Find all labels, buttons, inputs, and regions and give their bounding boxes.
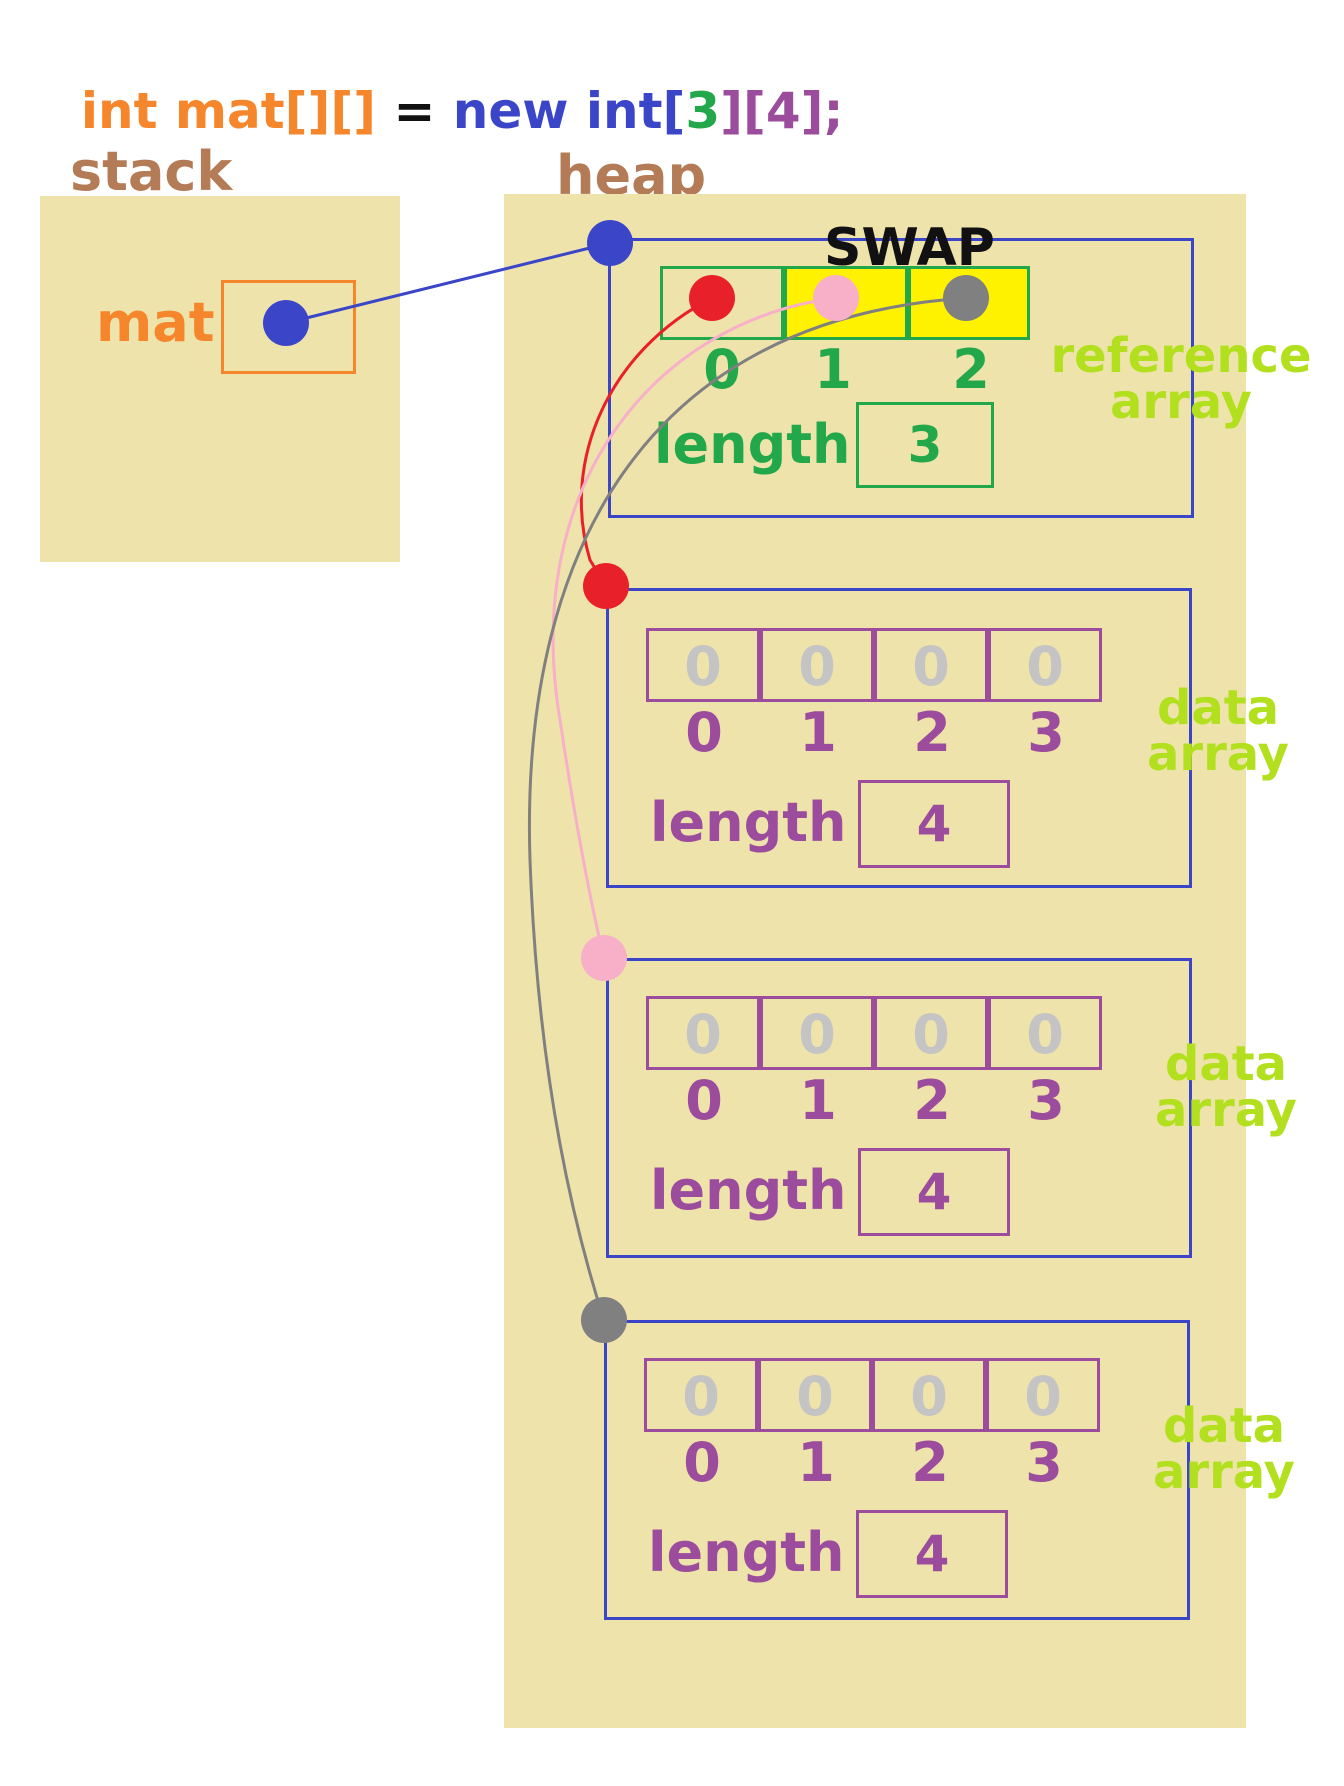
stack-label: stack bbox=[70, 140, 233, 203]
data-side-label: data array bbox=[1134, 1398, 1314, 1500]
data-length-label: length bbox=[650, 791, 847, 854]
mat-pointer-line bbox=[285, 241, 611, 325]
ref-index-2: 2 bbox=[952, 338, 990, 401]
data-array-1-anchor-dot bbox=[581, 935, 627, 981]
data-cell: 0 bbox=[872, 1358, 986, 1432]
data-cell: 0 bbox=[874, 996, 988, 1070]
code-line: int mat[][] = new int[3][4]; bbox=[46, 36, 844, 136]
data-array-cells-0: 0 0 0 0 bbox=[646, 628, 1106, 702]
code-bracket-end: ]; bbox=[800, 82, 844, 140]
data-array-box-1 bbox=[606, 958, 1192, 1258]
data-index: 3 bbox=[1025, 1431, 1063, 1494]
ref-cell-0 bbox=[660, 266, 784, 340]
data-cell: 0 bbox=[986, 1358, 1100, 1432]
ref-index-0: 0 bbox=[703, 338, 741, 401]
data-array-cells-1: 0 0 0 0 bbox=[646, 996, 1106, 1070]
pink-pointer-line bbox=[551, 296, 837, 959]
ref-array-anchor-dot bbox=[587, 220, 633, 266]
data-index: 1 bbox=[799, 1069, 837, 1132]
data-side-label-line2: array bbox=[1147, 725, 1289, 782]
data-side-label-line1: data bbox=[1156, 680, 1280, 736]
code-declaration: int mat[][] bbox=[80, 82, 377, 140]
code-bracket: [ bbox=[662, 82, 686, 140]
data-cell: 0 bbox=[646, 996, 760, 1070]
stack-var-name: mat bbox=[96, 291, 215, 354]
data-cell: 0 bbox=[988, 628, 1102, 702]
data-length-value: 4 bbox=[856, 1510, 1008, 1598]
data-cell: 0 bbox=[758, 1358, 872, 1432]
swap-label: SWAP bbox=[824, 218, 995, 278]
data-side-label-line2: array bbox=[1153, 1443, 1295, 1500]
data-cell: 0 bbox=[874, 628, 988, 702]
data-array-box-2 bbox=[604, 1320, 1190, 1620]
data-array-0-anchor-dot bbox=[583, 563, 629, 609]
data-length-label: length bbox=[648, 1521, 845, 1584]
data-index: 2 bbox=[913, 1069, 951, 1132]
data-cell: 0 bbox=[646, 628, 760, 702]
data-index: 0 bbox=[685, 701, 723, 764]
data-length-value: 4 bbox=[858, 780, 1010, 868]
data-side-label: data array bbox=[1128, 680, 1308, 782]
data-cell: 0 bbox=[760, 628, 874, 702]
ref1-dot bbox=[813, 275, 859, 321]
mat-ref-dot bbox=[263, 300, 309, 346]
ref-length-value: 3 bbox=[856, 402, 994, 488]
data-index: 0 bbox=[683, 1431, 721, 1494]
data-cell: 0 bbox=[644, 1358, 758, 1432]
ref-side-label-line1: reference bbox=[1050, 328, 1312, 384]
data-side-label: data array bbox=[1136, 1036, 1316, 1138]
data-index: 3 bbox=[1027, 701, 1065, 764]
code-new-keyword: new int bbox=[452, 82, 663, 140]
data-side-label-line2: array bbox=[1155, 1081, 1297, 1138]
stack-var-slot bbox=[221, 280, 356, 374]
data-length-value: 4 bbox=[858, 1148, 1010, 1236]
reference-array-box bbox=[608, 238, 1194, 518]
data-side-label-line1: data bbox=[1162, 1398, 1286, 1454]
gray-pointer-line bbox=[527, 296, 967, 1321]
data-cell: 0 bbox=[760, 996, 874, 1070]
data-index: 0 bbox=[685, 1069, 723, 1132]
ref-index-1: 1 bbox=[814, 338, 852, 401]
ref-side-label: reference array bbox=[1036, 328, 1326, 430]
ref2-dot bbox=[943, 275, 989, 321]
data-index: 2 bbox=[911, 1431, 949, 1494]
data-array-box-0 bbox=[606, 588, 1192, 888]
ref0-dot bbox=[689, 275, 735, 321]
data-array-2-anchor-dot bbox=[581, 1297, 627, 1343]
stack-region bbox=[40, 196, 400, 562]
data-array-cells-2: 0 0 0 0 bbox=[644, 1358, 1104, 1432]
red-pointer-line bbox=[579, 296, 713, 587]
data-index: 2 bbox=[913, 701, 951, 764]
data-cell: 0 bbox=[988, 996, 1102, 1070]
code-bracket: ][ bbox=[720, 82, 766, 140]
data-index: 1 bbox=[797, 1431, 835, 1494]
data-length-label: length bbox=[650, 1159, 847, 1222]
data-index: 3 bbox=[1027, 1069, 1065, 1132]
ref-side-label-line2: array bbox=[1110, 373, 1252, 430]
code-rows: 3 bbox=[685, 82, 721, 140]
code-cols: 4 bbox=[765, 82, 801, 140]
data-index: 1 bbox=[799, 701, 837, 764]
heap-region bbox=[504, 194, 1246, 1728]
code-assign: = bbox=[376, 82, 453, 140]
data-side-label-line1: data bbox=[1164, 1036, 1288, 1092]
ref-length-label: length bbox=[654, 413, 851, 476]
